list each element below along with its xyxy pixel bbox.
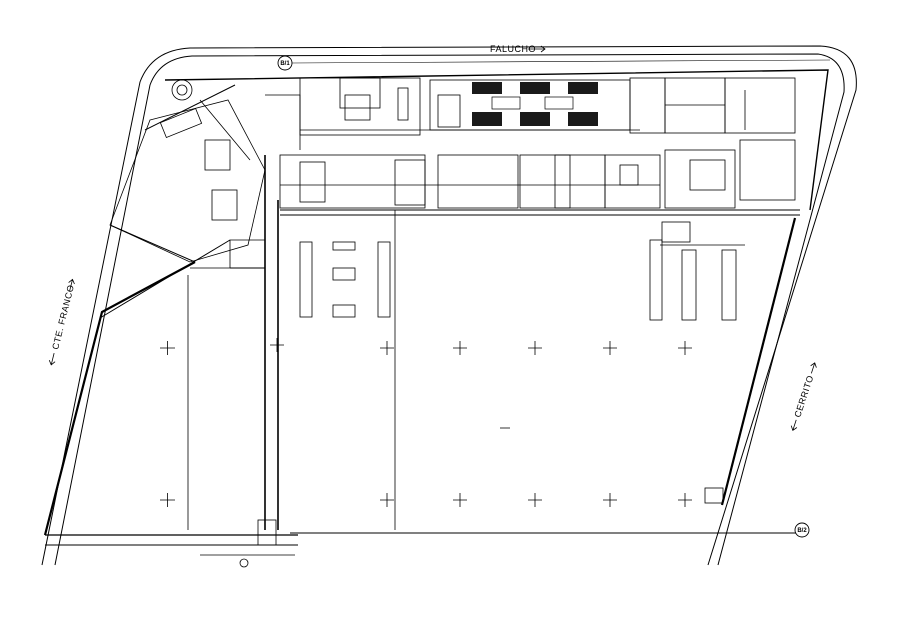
street-label-left: CTE. FRANCO: [48, 278, 76, 366]
axis-marker-b2: B/2: [794, 522, 810, 538]
axis-marker-b1: B/1: [277, 55, 831, 71]
axis-label-b2: B/2: [797, 528, 807, 534]
left-wing: [109, 79, 266, 263]
street-label-top: FALUCHO: [490, 44, 546, 54]
street-name-cte-franco: CTE. FRANCO: [50, 284, 76, 351]
top-offices: [265, 77, 796, 201]
axis-label-b1: B/1: [280, 61, 290, 67]
interior-blocks: [200, 221, 745, 568]
dark-bays: [472, 82, 598, 126]
building-outline: [43, 69, 829, 546]
street-name-falucho: FALUCHO: [490, 44, 536, 54]
inner-walls: [187, 155, 800, 530]
street-label-right: CERRITO: [790, 362, 817, 432]
white-tables: [491, 96, 574, 110]
column-grid: [160, 338, 692, 507]
street-name-cerrito: CERRITO: [792, 374, 815, 419]
street-curbs: [41, 45, 857, 566]
middle-offices: [279, 149, 736, 209]
